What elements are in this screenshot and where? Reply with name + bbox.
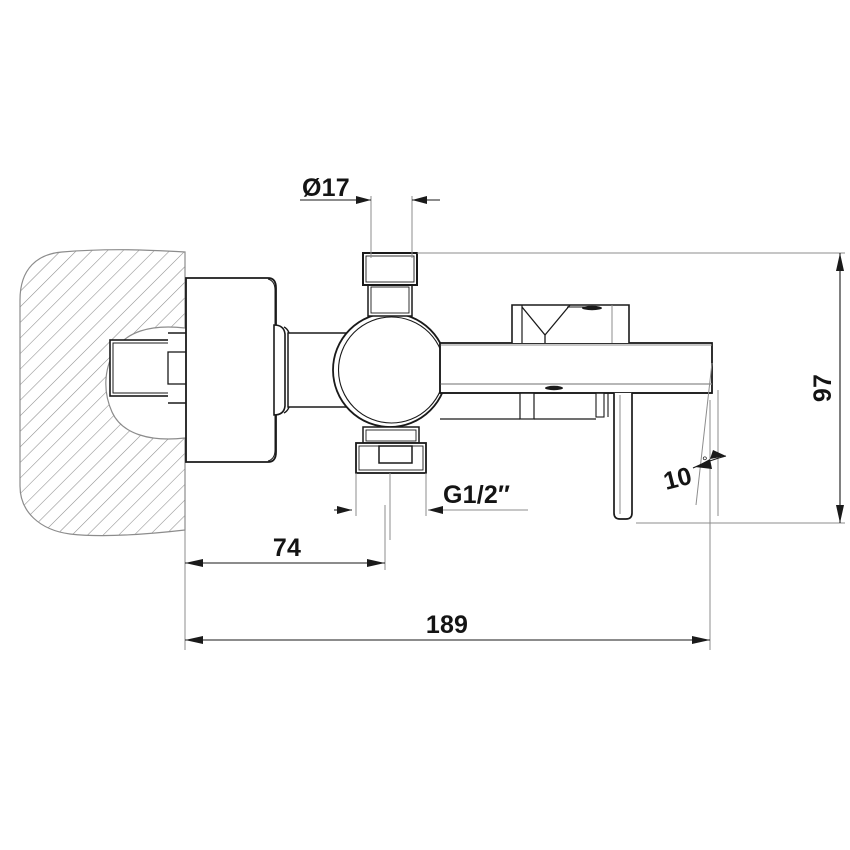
- top-outlet-nipple: [362, 252, 418, 317]
- dimension-dia-17: Ø17: [300, 174, 440, 204]
- dimension-angle-10: 10 °: [661, 362, 727, 506]
- dim-label-angle-degree-symbol: °: [702, 453, 708, 469]
- wall-connector-block: [109, 332, 191, 404]
- dim-label-angle-10: 10: [661, 462, 695, 496]
- bottom-inlet-nut: [355, 426, 427, 474]
- dimension-thread-g12: G1/2″: [334, 481, 528, 514]
- dimension-len-74: 74: [185, 534, 385, 567]
- dim-label-thread-g12: G1/2″: [443, 481, 510, 509]
- extension-lines: [184, 196, 845, 650]
- dim-label-dia-17: Ø17: [302, 174, 350, 202]
- dim-label-height-97: 97: [809, 374, 837, 402]
- dimension-len-189: 189: [185, 611, 710, 644]
- valve-body: [332, 312, 448, 428]
- diverter-knob: [511, 304, 630, 343]
- dim-label-len-74: 74: [273, 534, 301, 562]
- dimension-height-97: 97: [809, 253, 844, 523]
- lever-handle: [440, 392, 712, 520]
- escutcheon-plate: [185, 277, 277, 463]
- spout-body: [439, 342, 713, 394]
- dim-label-len-189: 189: [426, 611, 468, 639]
